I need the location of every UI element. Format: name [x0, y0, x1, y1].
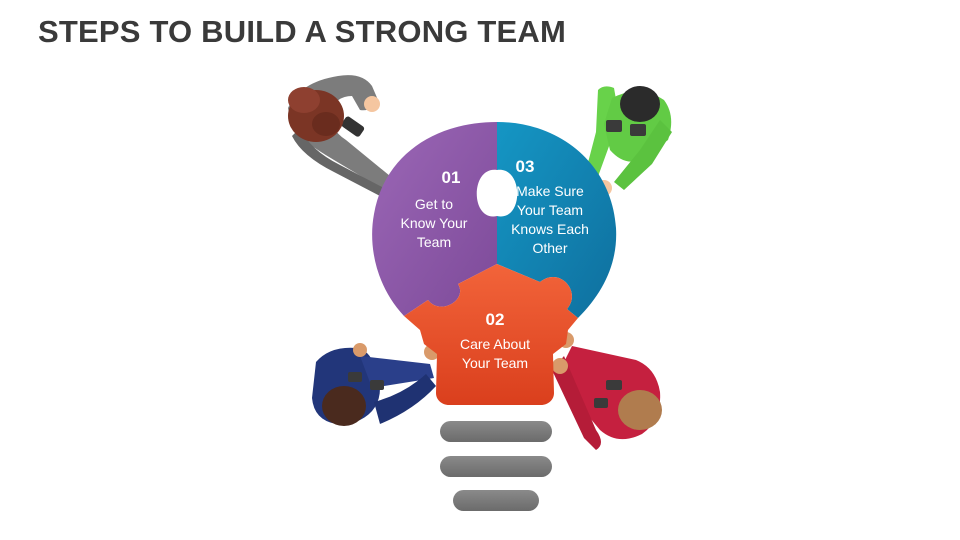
step-02-line-2: Your Team [462, 355, 528, 371]
bulb-base-tip [453, 490, 539, 511]
step-03-line-1: Make Sure [516, 183, 584, 199]
step-02-line-1: Care About [460, 336, 530, 352]
person-bottom-left-figure [312, 343, 440, 426]
puzzle-piece-01 [372, 122, 497, 316]
step-01-number: 01 [442, 168, 461, 187]
step-03-number: 03 [516, 157, 535, 176]
person-top-left-figure [288, 75, 403, 196]
slide-title: STEPS TO BUILD A STRONG TEAM [38, 14, 567, 49]
step-03-line-3: Knows Each [511, 221, 589, 237]
bulb-base-ring-1 [440, 421, 552, 442]
step-01-line-2: Know Your [401, 215, 468, 231]
step-01-line-1: Get to [415, 196, 453, 212]
step-03-line-2: Your Team [517, 202, 583, 218]
person-top-right-figure [580, 86, 672, 196]
puzzle-piece-02 [404, 264, 578, 405]
step-02-number: 02 [486, 310, 505, 329]
step-03-line-4: Other [532, 240, 567, 256]
person-bottom-right-figure [552, 332, 662, 450]
bulb-base-ring-2 [440, 456, 552, 477]
step-01-line-3: Team [417, 234, 451, 250]
bulb-base [440, 421, 552, 511]
puzzle-piece-03 [497, 122, 617, 318]
